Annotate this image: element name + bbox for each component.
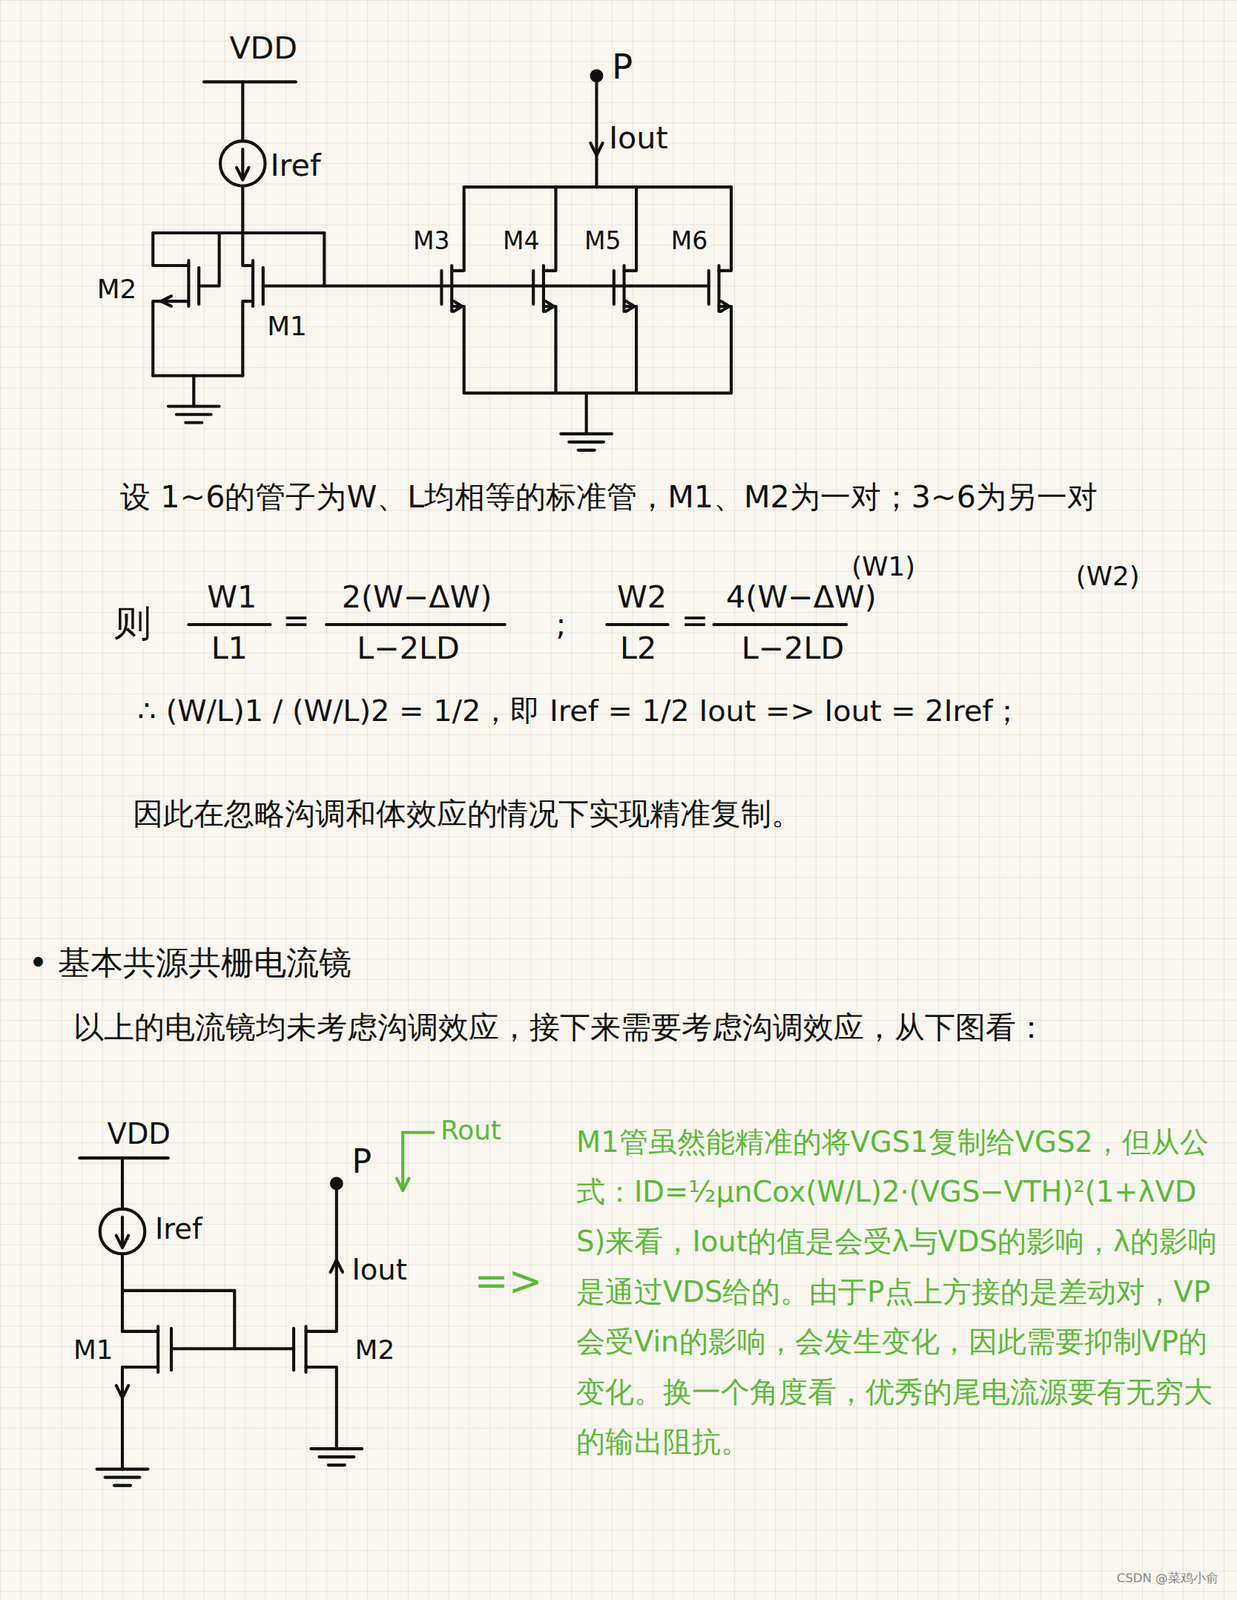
- watermark: CSDN @菜鸡小俞: [1116, 1570, 1219, 1586]
- formula-text: L1: [211, 630, 248, 668]
- formula-text: L2: [619, 630, 657, 668]
- current-label: Iref: [269, 147, 321, 185]
- formula-text: W1: [206, 579, 257, 617]
- node-label: P: [351, 1142, 372, 1182]
- current-label: Iout: [351, 1252, 407, 1287]
- formula-text: 4(W−ΔW): [726, 579, 877, 617]
- transistor-name: M5: [584, 226, 621, 256]
- note-text: (W1): [851, 551, 916, 583]
- transistor-name: M4: [502, 226, 540, 256]
- green-note: M1管虽然能精准的将VGS1复制给VGS2，但从公式：ID=½μnCox(W/L…: [576, 1116, 1224, 1467]
- formula-text: ∴ (W/L)1 / (W/L)2 = 1/2，即 Iref = 1/2 Iou…: [137, 693, 1023, 729]
- formula-text: 则: [114, 601, 152, 646]
- formula-text: ;: [555, 606, 566, 644]
- section-heading: • 基本共源共栅电流镜: [28, 943, 353, 983]
- transistor-name: M3: [413, 226, 450, 256]
- formula-text: 2(W−ΔW): [341, 579, 493, 617]
- supply-label: VDD: [229, 30, 298, 68]
- formula-text: W2: [617, 579, 667, 617]
- note-text: 设 1~6的管子为W、L均相等的标准管，M1、M2为一对；3~6为另一对: [120, 479, 1098, 517]
- formula-text: L−2LD: [356, 630, 460, 668]
- resistance-label: Rout: [440, 1114, 502, 1147]
- transistor-name: M6: [671, 226, 708, 256]
- formula-text: =: [681, 601, 709, 641]
- note-text: (W2): [1076, 560, 1140, 593]
- node-label: P: [611, 45, 633, 88]
- transistor-name: M2: [97, 273, 138, 306]
- supply-label: VDD: [106, 1116, 171, 1151]
- transistor-name: M1: [266, 310, 308, 343]
- current-label: Iout: [608, 120, 669, 158]
- formula-text: =: [282, 601, 310, 641]
- current-label: Iref: [154, 1211, 203, 1246]
- transistor-name: M2: [355, 1334, 396, 1367]
- transistor-name: M1: [73, 1334, 114, 1367]
- arrow-symbol: =>: [473, 1256, 543, 1306]
- note-text: 以上的电流镜均未考虑沟调效应，接下来需要考虑沟调效应，从下图看：: [73, 1009, 1047, 1047]
- formula-text: L−2LD: [741, 630, 845, 668]
- note-text: 因此在忽略沟调和体效应的情况下实现精准复制。: [132, 795, 802, 833]
